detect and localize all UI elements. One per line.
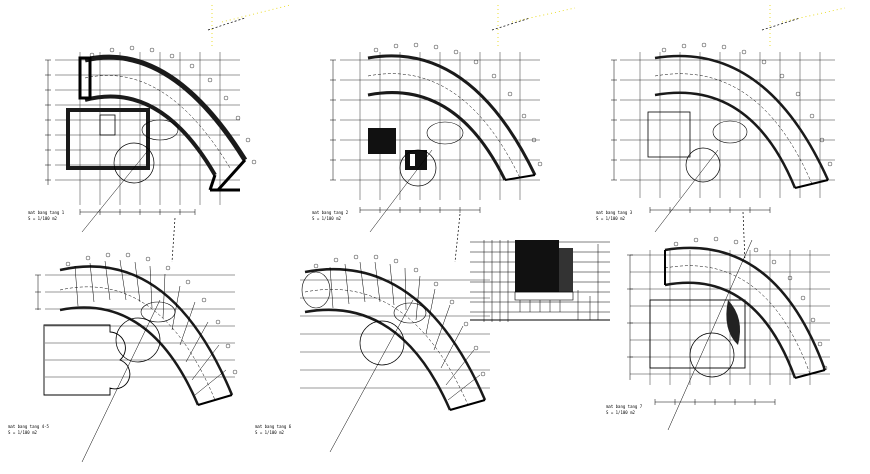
dimension-ticks	[330, 59, 481, 213]
plan-1-title: mat bang tang 1	[28, 210, 65, 215]
plan-3-title: mat bang tang 3	[596, 210, 633, 215]
atrium-circle	[685, 147, 721, 183]
plan-4-scale: S = 1/100 m2	[8, 430, 37, 435]
curved-wing	[304, 267, 487, 411]
floor-plan-6	[627, 236, 830, 431]
grid-bubbles	[373, 42, 543, 167]
grid-lines	[620, 52, 835, 198]
podium-outline	[43, 324, 131, 396]
floor-plan-4	[35, 252, 238, 463]
grid-bubbles	[313, 254, 486, 377]
lobby-block	[66, 108, 150, 170]
floor-plan-1	[45, 45, 257, 233]
plan-5-title: mat bang tang 6	[255, 424, 292, 429]
grid-lines	[340, 52, 540, 200]
floor-plan-2	[330, 42, 543, 233]
grid-bubbles	[65, 252, 238, 375]
elevation-drawing	[470, 240, 610, 322]
curved-wing	[78, 54, 248, 192]
plan-1-scale: S = 1/100 m2	[28, 216, 57, 221]
curved-wing	[59, 265, 234, 406]
dimension-ticks	[627, 254, 776, 405]
curved-wing	[654, 54, 830, 189]
plan-3-scale: S = 1/100 m2	[596, 216, 625, 221]
grid-bubbles	[673, 236, 828, 371]
floor-plan-5	[300, 254, 490, 453]
plan-2-scale: S = 1/100 m2	[312, 216, 341, 221]
curved-wing	[367, 54, 537, 181]
construction-lines	[211, 4, 846, 48]
reference-dashes	[171, 17, 801, 263]
room-partitions	[74, 259, 227, 396]
plan-2-title: mat bang tang 2	[312, 210, 349, 215]
atrium-circle	[115, 317, 161, 363]
podium-outline	[649, 299, 746, 369]
stair-core	[726, 300, 741, 345]
curved-wing	[664, 246, 827, 379]
room-partitions	[329, 261, 481, 401]
core-block	[368, 128, 396, 154]
atrium-circle	[399, 149, 437, 187]
dimension-ticks	[611, 59, 771, 213]
plan-4-title: mat bang tang 4-5	[8, 424, 49, 429]
grid-bubbles	[661, 42, 833, 167]
plan-6-title: mat bang tang 7	[606, 404, 643, 409]
grid-bubbles	[89, 45, 257, 165]
dimension-ticks	[45, 59, 196, 215]
atrium-circle	[689, 332, 735, 378]
plan-6-scale: S = 1/100 m2	[606, 410, 635, 415]
plan-5-scale: S = 1/100 m2	[255, 430, 284, 435]
grid-lines	[45, 274, 235, 378]
atrium-circle	[113, 142, 155, 184]
dimension-ticks	[35, 274, 41, 310]
atrium-circle	[359, 320, 405, 366]
floor-plan-3	[611, 42, 835, 233]
tower-mass	[515, 240, 559, 292]
